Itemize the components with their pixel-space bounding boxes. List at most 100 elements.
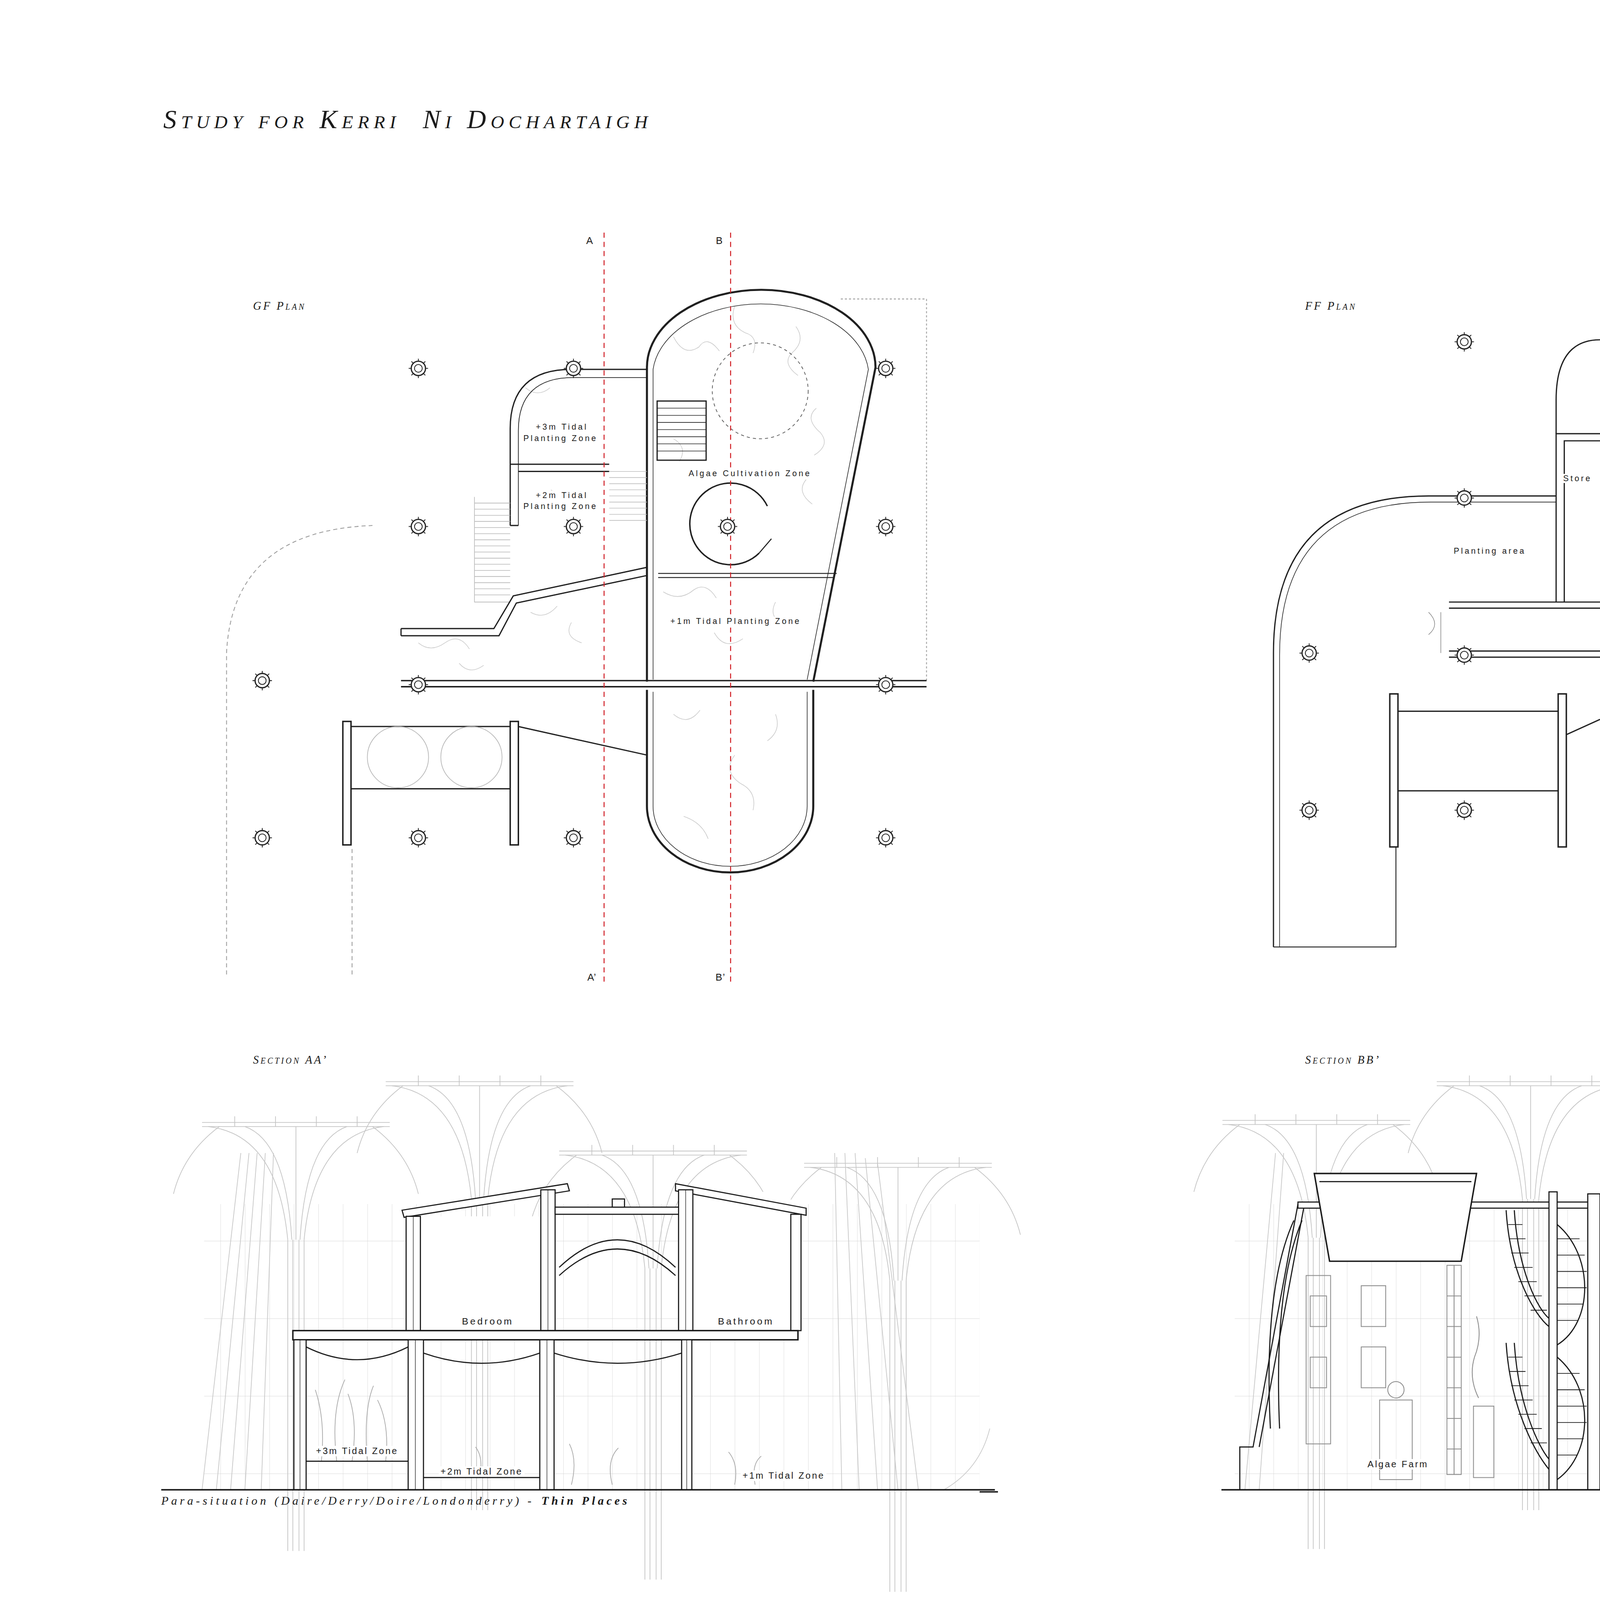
view-title: GF Plan [253, 299, 307, 313]
dome [1556, 339, 1600, 434]
zone-label: Store [1561, 473, 1594, 484]
opening [712, 342, 809, 439]
view-title: Section AA’ [253, 1053, 328, 1067]
wall [518, 726, 648, 756]
column-symbol [1454, 488, 1475, 509]
section-bb [1194, 1075, 1600, 1549]
section-marker: B’ [715, 971, 726, 984]
room-label-box: Bedroom [436, 1314, 540, 1328]
algae-equipment [1306, 1265, 1495, 1480]
zone-box: Algae Cultivation Zone [648, 467, 852, 479]
column-symbol [1454, 800, 1475, 821]
algae-equipment [1446, 1265, 1461, 1475]
store-wall [1556, 433, 1600, 603]
room-label-box: Bathroom [695, 1314, 798, 1328]
column-symbol [1299, 643, 1320, 664]
column-symbol [252, 828, 273, 848]
ff-plan [1273, 332, 1600, 947]
zone-label: Algae Cultivation Zone [687, 468, 813, 478]
room [420, 1216, 541, 1331]
roof [675, 1183, 806, 1216]
column-symbol [876, 516, 896, 537]
beam [555, 1207, 679, 1215]
algae-equipment [1361, 1346, 1386, 1388]
beam [612, 1199, 625, 1208]
view-title: FF Plan [1304, 299, 1357, 313]
slab-edge [1449, 602, 1600, 658]
zone-box: Planting area [1423, 545, 1557, 557]
zone-text-line: Bedroom [436, 1314, 540, 1328]
arch [306, 1346, 682, 1364]
column-symbol [252, 670, 273, 691]
site-outline [351, 846, 353, 975]
stair [657, 400, 707, 461]
algae-equipment [1472, 1316, 1480, 1398]
arch [559, 1239, 676, 1276]
room [692, 1191, 791, 1331]
glazing-grid [203, 1204, 980, 1490]
section-marker: A [586, 234, 594, 247]
column-symbol [1299, 800, 1320, 821]
algae-equipment [1310, 1357, 1327, 1388]
stair [657, 408, 707, 452]
column-symbol [876, 675, 896, 695]
planter [1314, 1173, 1477, 1262]
algae-equipment [1306, 1275, 1331, 1445]
zone-label: +3m Tidal Planting Zone [523, 422, 599, 443]
gf-plan [226, 232, 927, 982]
walkway [1273, 495, 1557, 947]
wing-wall [510, 369, 648, 526]
zone-text-line: +3m Tidal Planting Zone [512, 421, 610, 444]
section-aa [161, 1075, 1021, 1592]
zone-text-line: +2m Tidal Planting Zone [512, 489, 610, 513]
caption: Para-situation (Daire/Derry/Doire/London… [161, 1494, 535, 1508]
column-symbol [563, 358, 584, 379]
column-symbol [717, 516, 738, 537]
algae-equipment [1310, 1295, 1327, 1327]
site-outline [226, 525, 373, 975]
zone-text-line: Store [1557, 472, 1598, 484]
column-symbol [563, 516, 584, 537]
zone-label: +3m Tidal Zone [314, 1445, 400, 1457]
column-symbol [1454, 332, 1475, 352]
tree [367, 726, 429, 788]
tree [440, 726, 502, 788]
slab-edge [400, 680, 927, 687]
zone-label: Bathroom [716, 1315, 776, 1327]
section-bb [1221, 1173, 1600, 1491]
wing-wall [510, 464, 610, 526]
arch [1268, 1220, 1302, 1429]
zone-text-line: Bathroom [695, 1314, 798, 1328]
zone-label: Algae Farm [1365, 1459, 1430, 1470]
column-symbol [876, 828, 896, 848]
capsule-wall [653, 303, 869, 680]
walkway [1273, 846, 1396, 947]
zone-text-line: Algae Cultivation Zone [648, 467, 852, 479]
wall [1239, 1204, 1304, 1490]
stair [609, 471, 648, 521]
caption-emphasis: Thin Places [541, 1494, 630, 1508]
column-symbol [252, 358, 896, 848]
spiral-stair [1506, 1210, 1585, 1480]
bridge [351, 726, 511, 789]
zone-label: +1m Tidal Planting Zone [669, 616, 803, 626]
wall [658, 573, 837, 578]
column-symbol [408, 675, 429, 695]
capsule-wall [646, 289, 876, 682]
site-outline [840, 299, 927, 682]
algae-equipment [1361, 1285, 1386, 1327]
column [300, 1340, 687, 1491]
wing-wall [518, 377, 648, 526]
column-symbol [408, 358, 429, 379]
column-symbol [408, 516, 429, 537]
planter [1319, 1180, 1472, 1182]
zone-box: Store [1557, 472, 1598, 484]
tree-trunk [202, 1153, 990, 1490]
view-title: Section BB’ [1304, 1053, 1381, 1067]
door [1428, 612, 1441, 653]
spiral-stair [759, 538, 772, 553]
wall [400, 567, 647, 636]
bridge [1389, 693, 1398, 847]
column-symbol [563, 828, 584, 848]
